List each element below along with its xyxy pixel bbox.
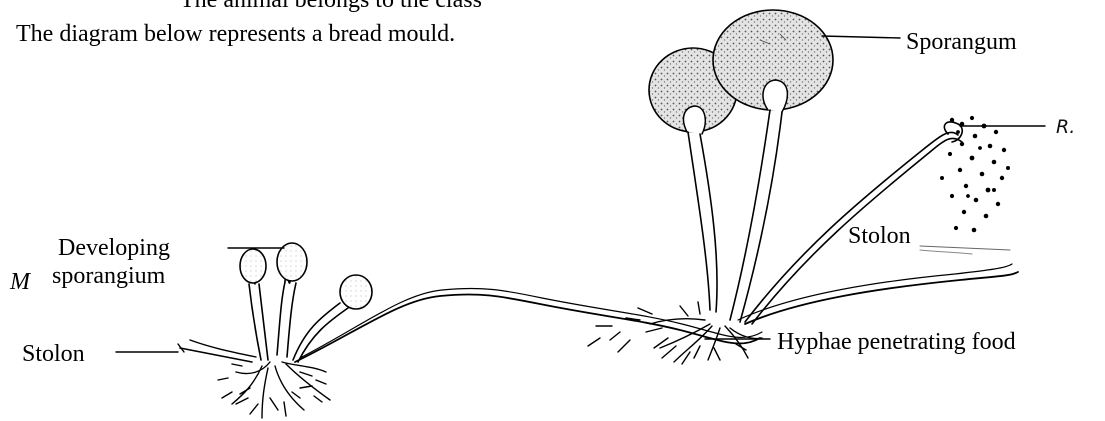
leader-stolon-right [920,246,1010,250]
right-colony [588,10,1018,364]
label-r: R. [1056,118,1075,137]
developing-sporangium-1 [240,249,266,284]
left-colony [178,243,372,418]
label-m: M [10,270,30,294]
label-sporangum: Sporangum [906,30,1017,54]
label-developing-line2: sporangium [52,264,165,288]
developing-sporangium-3 [293,275,372,362]
leader-sporangum [822,36,900,38]
label-developing-line1: Developing [58,236,170,260]
released-spores [940,116,1010,232]
label-stolon-left: Stolon [22,342,85,366]
label-hyphae-penetrating-food: Hyphae penetrating food [777,330,1016,354]
sporangium-large [713,10,833,112]
label-stolon-right: Stolon [848,224,911,248]
left-rhizoids [218,362,330,418]
